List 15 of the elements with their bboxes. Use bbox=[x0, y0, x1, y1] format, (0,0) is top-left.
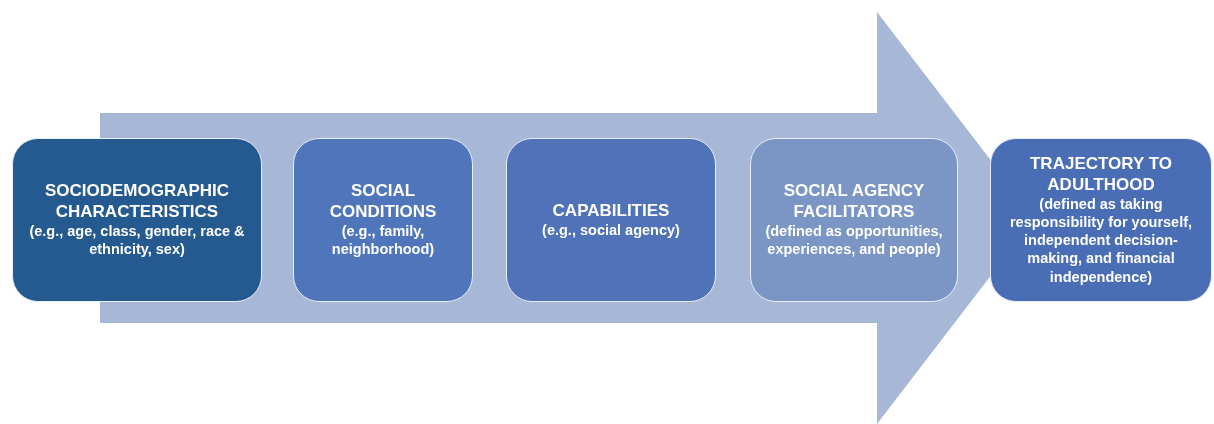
box-heading: SOCIAL CONDITIONS bbox=[328, 181, 438, 223]
process-box bbox=[12, 138, 262, 302]
box-description: (defined as opportunities, experiences, and people) bbox=[764, 222, 944, 259]
box-description: (e.g., social agency) bbox=[542, 221, 680, 240]
box-description: (defined as taking responsibility for yourself, independent decision-making, and financial independence) bbox=[1008, 195, 1194, 286]
box-heading: CAPABILITIES bbox=[552, 200, 670, 222]
process-box bbox=[990, 138, 1212, 302]
process-box bbox=[750, 138, 958, 302]
box-heading: SOCIAL AGENCY FACILITATORS bbox=[782, 181, 926, 223]
box-description: (e.g., family, neighborhood) bbox=[330, 222, 436, 259]
box-heading: SOCIODEMOGRAPHIC CHARACTERISTICS bbox=[43, 181, 231, 223]
box-heading: TRAJECTORY TO ADULTHOOD bbox=[1029, 154, 1173, 196]
process-box bbox=[506, 138, 716, 302]
process-box bbox=[293, 138, 473, 302]
box-description: (e.g., age, class, gender, race & ethnicity, sex) bbox=[28, 222, 246, 259]
